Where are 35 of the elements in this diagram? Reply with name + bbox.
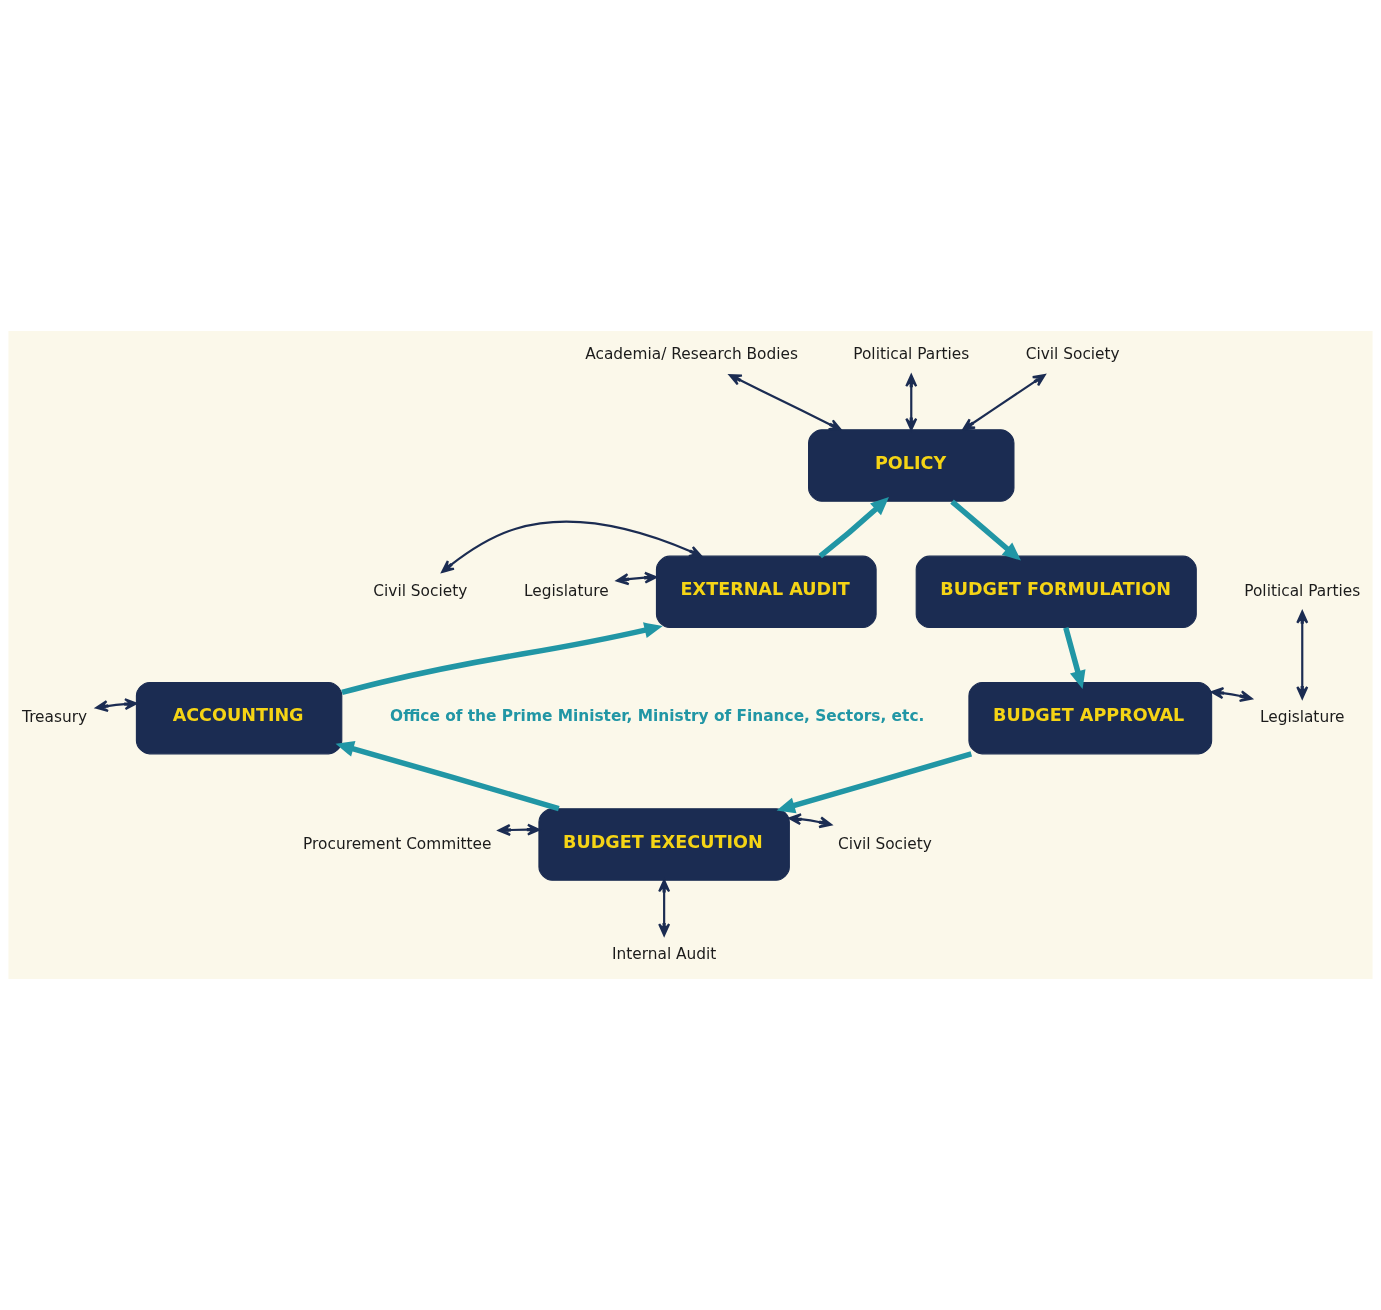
arrow bbox=[616, 571, 658, 586]
arrow bbox=[658, 879, 671, 937]
node-box: BUDGET FORMULATION bbox=[915, 555, 1197, 629]
arrow bbox=[728, 374, 842, 431]
arrow bbox=[335, 741, 560, 812]
node-text: Civil Society bbox=[837, 834, 932, 853]
node-text: Political Parties bbox=[853, 345, 970, 364]
node-text: Academia/ Research Bodies bbox=[585, 345, 798, 364]
node-box: BUDGET EXECUTION bbox=[538, 808, 790, 881]
node-text: Treasury bbox=[22, 708, 88, 727]
arrow bbox=[905, 374, 918, 431]
arrow bbox=[1210, 687, 1253, 703]
arrow bbox=[441, 520, 703, 573]
arrow bbox=[776, 751, 973, 814]
arrow bbox=[95, 698, 138, 713]
arrow bbox=[1296, 610, 1309, 700]
label: Office of the Prime Minister, Ministry of Finance, Sectors, etc. bbox=[390, 707, 925, 726]
arrow bbox=[1063, 627, 1086, 689]
node-text: Legislature bbox=[524, 581, 609, 600]
node-text: Internal Audit bbox=[611, 944, 717, 963]
node-text: Civil Society bbox=[373, 581, 468, 600]
node-box: ACCOUNTING bbox=[135, 681, 343, 755]
arrow bbox=[788, 813, 833, 829]
node-box: POLICY bbox=[808, 429, 1015, 502]
arrow bbox=[341, 622, 663, 696]
node-box: EXTERNAL AUDIT bbox=[655, 555, 877, 629]
arrow bbox=[497, 823, 540, 837]
node-box: BUDGET APPROVAL bbox=[968, 681, 1213, 755]
node-text: Civil Society bbox=[1025, 345, 1120, 364]
node-text: Legislature bbox=[1259, 708, 1345, 727]
node-text: Political Parties bbox=[1244, 581, 1361, 600]
arrow bbox=[950, 499, 1021, 561]
arrow bbox=[962, 374, 1046, 431]
arrow bbox=[818, 496, 889, 559]
node-text: Procurement Committee bbox=[303, 834, 492, 853]
